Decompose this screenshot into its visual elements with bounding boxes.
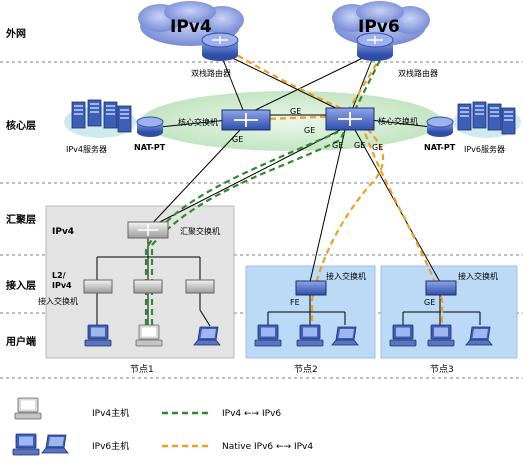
node1-name: 节点1 [130, 364, 154, 375]
access-switch-node1-label: 接入交换机 [38, 296, 78, 306]
legend-ipv6-host-label: IPv6主机 [92, 440, 129, 452]
access-switch-node2-label: 接入交换机 [326, 271, 366, 281]
access-switch-node2 [295, 280, 327, 296]
legend-ipv6-host-icon [12, 433, 40, 456]
ge-node3-label: GE [424, 298, 435, 307]
ipv6-cloud-label: IPv6 [358, 17, 400, 37]
node1-ipv4-host [135, 324, 163, 347]
l2-tag-line1: L2/ [52, 271, 66, 280]
core-switch-right-label: 核心交换机 [378, 116, 418, 126]
ge-right-2-label: GE [354, 141, 365, 150]
ge-right-3-label: GE [372, 143, 383, 152]
router-left-label: 双栈路由器 [191, 68, 231, 78]
nat-pt-right [426, 116, 454, 137]
node3-host-a [389, 324, 417, 347]
ge-core-link-label: GE [290, 107, 301, 116]
core-switch-left-label: 核心交换机 [178, 117, 218, 127]
ge-left-2-label: GE [304, 126, 315, 135]
layer-label-access: 接入层 [6, 279, 36, 292]
aggregation-switch-label: 汇聚交换机 [180, 226, 220, 236]
ge-right-1-label: GE [332, 141, 343, 150]
access-switch-node1-c [185, 279, 215, 294]
ipv4-ipv6-paths [144, 59, 381, 335]
node1-ipv4-tag: IPv4 [52, 227, 74, 237]
ipv4-cloud-label: IPv4 [170, 17, 212, 37]
node1-l2-ipv4-tag: L2/ IPv4 [52, 271, 72, 290]
nat-pt-left [136, 116, 164, 137]
legend-orange-label: Native IPv6 ←→ IPv4 [222, 442, 313, 452]
layer-label-wan: 外网 [5, 27, 26, 40]
ipv6-server-label: IPv6服务器 [464, 144, 505, 154]
node2-host-a [254, 324, 282, 347]
layer-label-core: 核心层 [6, 119, 36, 132]
ipv6-cloud [332, 1, 430, 46]
layer-label-user: 用户端 [5, 335, 36, 348]
dual-stack-router-right [356, 32, 394, 61]
access-switch-node1-a [83, 279, 113, 294]
node2-host-b [296, 324, 324, 347]
dual-stack-router-left [201, 32, 239, 61]
nat-pt-left-label: NAT-PT [134, 143, 166, 152]
node3-host-b [427, 324, 455, 347]
core-switch-left [220, 109, 272, 131]
node2-name: 节点2 [294, 364, 318, 375]
node3-name: 节点3 [430, 364, 454, 375]
fe-node2-label: FE [290, 298, 300, 307]
ge-left-1-label: GE [232, 135, 243, 144]
aggregation-switch [127, 221, 169, 239]
legend-ipv4-host-icon [14, 397, 42, 420]
router-right-label: 双栈路由器 [398, 68, 438, 78]
ipv4-server-label: IPv4服务器 [66, 144, 107, 154]
layer-label-aggregation: 汇聚层 [6, 213, 36, 226]
core-switch-right [325, 107, 375, 131]
legend-ipv4-host-label: IPv4主机 [92, 407, 129, 419]
l2-tag-line2: IPv4 [52, 281, 72, 290]
physical-links [96, 51, 481, 327]
access-switch-node1-b [133, 279, 163, 294]
legend-green-label: IPv4 ←→ IPv6 [222, 409, 281, 419]
legend-ipv6-laptop-icon [41, 434, 69, 454]
node1-ipv6-host [84, 324, 112, 347]
nat-pt-right-label: NAT-PT [424, 143, 456, 152]
access-switch-node3-label: 接入交换机 [458, 271, 498, 281]
access-switch-node3 [425, 280, 457, 296]
